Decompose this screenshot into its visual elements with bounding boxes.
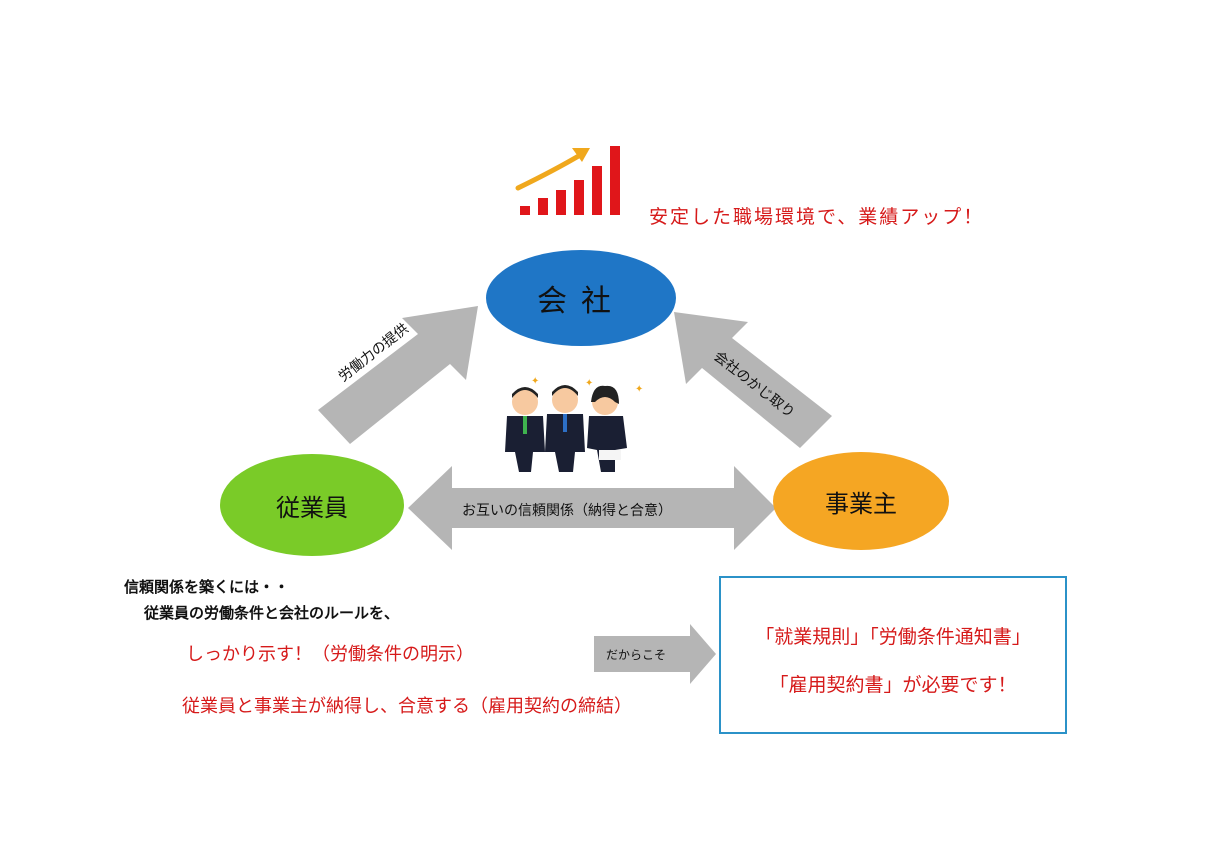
required-documents-line-2: 「雇用契約書」が必要です！ [769,674,1017,696]
svg-text:✦: ✦ [585,378,593,389]
business-team-icon: ✦ ✦ ✦ [505,376,643,472]
note-sub: 従業員の労働条件と会社のルールを、 [144,604,400,622]
arrow-mutual-label: お互いの信頼関係（納得と合意） [462,503,672,519]
svg-text:✦: ✦ [531,376,539,387]
note-point-disclosure: しっかり示す！（労働条件の明示） [186,644,474,665]
employer-node: 事業主 [773,452,949,550]
growth-chart-icon [515,146,620,215]
arrow-therefore [594,624,716,684]
note-intro: 信頼関係を築くには・・ [124,578,290,596]
arrow-therefore-label: だからこそ [606,648,667,662]
required-documents-box: 「就業規則」「労働条件通知書」 「雇用契約書」が必要です！ [719,576,1067,734]
company-node: 会社 [486,250,676,346]
employee-node: 従業員 [220,454,404,556]
note-point-agreement: 従業員と事業主が納得し、合意する（雇用契約の締結） [182,696,632,717]
headline: 安定した職場環境で、業績アップ！ [649,206,985,228]
required-documents-line-1: 「就業規則」「労働条件通知書」 [755,626,1031,648]
arrow-labor [318,306,478,444]
svg-text:✦: ✦ [635,384,643,395]
arrow-mutual [408,466,776,550]
arrow-steering [674,312,832,448]
